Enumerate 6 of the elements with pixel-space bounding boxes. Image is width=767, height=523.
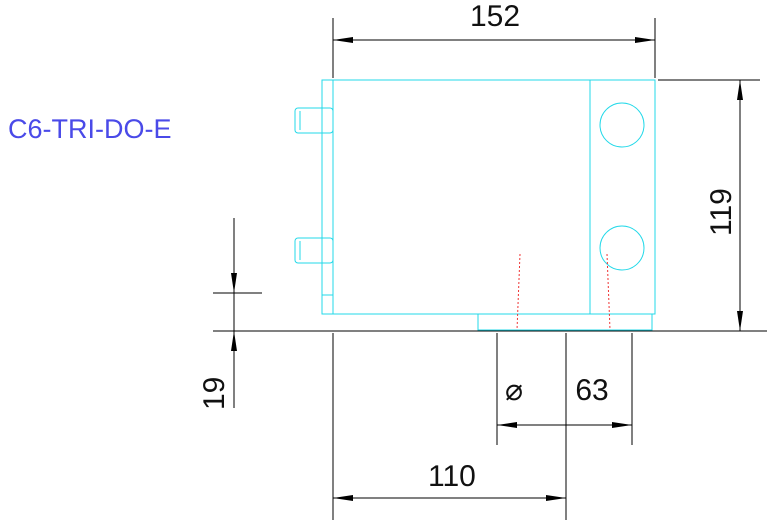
dimension-value: ⌀ 63 <box>505 376 609 406</box>
dimension-value: 19 <box>200 376 230 410</box>
dimension-value: 119 <box>707 188 737 236</box>
dimension-value: 152 <box>470 2 520 32</box>
drawing-code: C6-TRI-DO-E <box>8 116 172 143</box>
dimension-value: 110 <box>428 462 476 492</box>
